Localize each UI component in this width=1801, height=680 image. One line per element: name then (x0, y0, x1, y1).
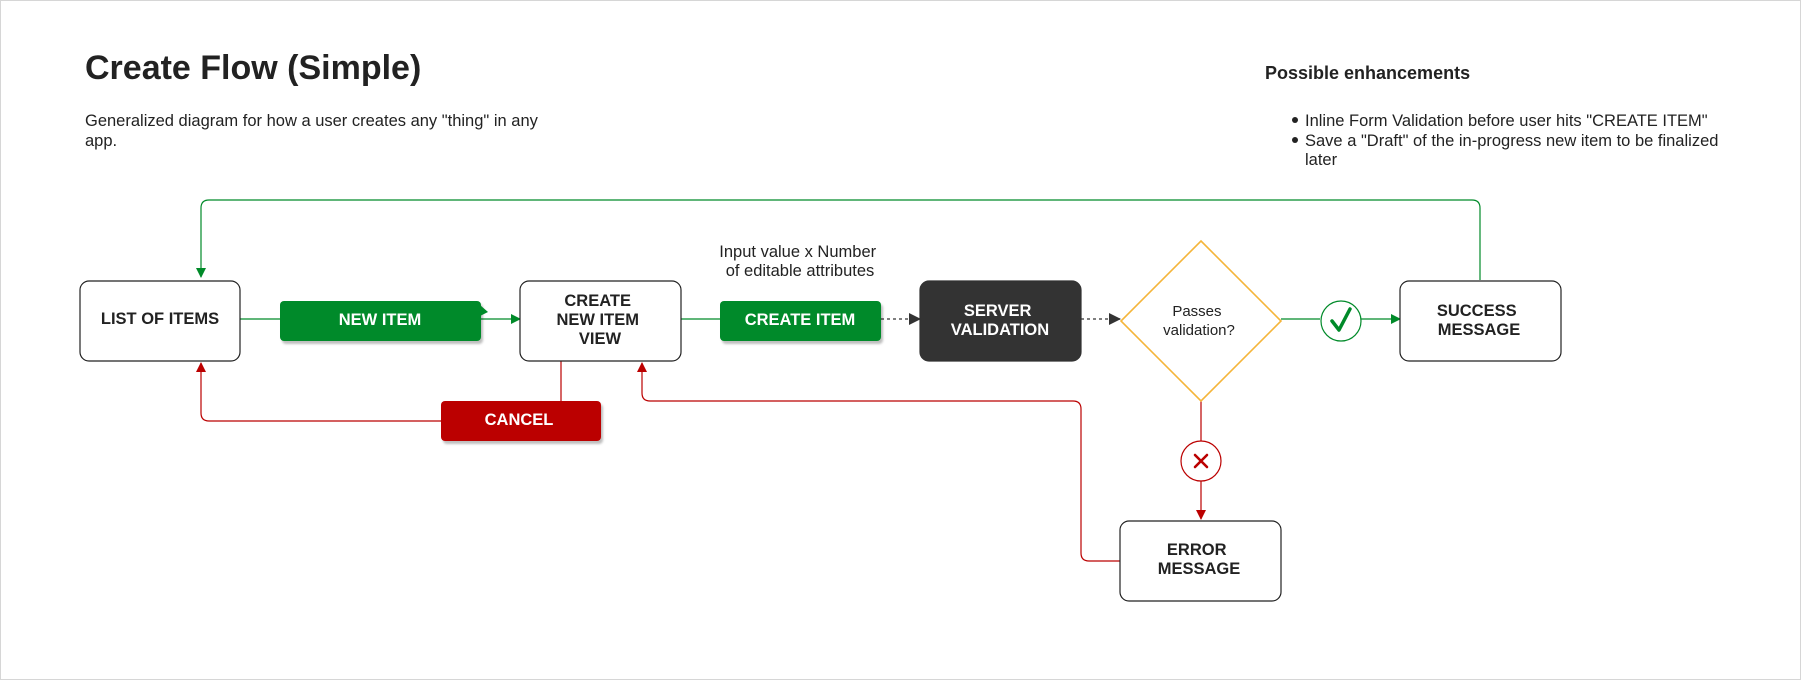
create-item-button[interactable]: CREATE ITEM (720, 301, 881, 341)
success-message-node: SUCCESS MESSAGE (1399, 280, 1562, 362)
corner-tab-icon (480, 305, 488, 316)
error-message-node: ERROR MESSAGE (1119, 520, 1282, 602)
x-icon (1180, 440, 1222, 482)
cancel-to-list-edge (196, 362, 441, 422)
create-item-button-label: CREATE ITEM (745, 311, 856, 329)
enhancements-heading: Possible enhancements (1265, 63, 1470, 83)
cancel-button-label: CANCEL (485, 411, 554, 429)
checkmark-icon (1320, 300, 1362, 342)
new-item-button-label: NEW ITEM (339, 311, 422, 329)
server-validation-node: SERVER VALIDATION (919, 280, 1082, 362)
server-validation-label: SERVER VALIDATION (951, 302, 1049, 339)
success-message-label: SUCCESS MESSAGE (1437, 302, 1521, 339)
bullet-icon (1292, 117, 1298, 123)
create-view-label: CREATE NEW ITEM VIEW (556, 292, 643, 348)
enhancement-item: Save a "Draft" of the in-progress new it… (1305, 132, 1723, 169)
list-of-items-label: LIST OF ITEMS (101, 310, 219, 328)
validation-decision-node: Passes validation? (1119, 239, 1283, 403)
create-view-node: CREATE NEW ITEM VIEW (519, 280, 682, 362)
success-to-list-edge (196, 199, 1481, 280)
page-title: Create Flow (Simple) (85, 49, 421, 87)
enhancement-item: Inline Form Validation before user hits … (1305, 112, 1708, 130)
page-description: Generalized diagram for how a user creat… (85, 112, 542, 150)
new-item-button[interactable]: NEW ITEM (280, 301, 488, 341)
decision-label: Passes validation? (1163, 303, 1235, 339)
enhancements-list: Inline Form Validation before user hits … (1292, 112, 1723, 169)
error-to-create-view-edge (637, 362, 1120, 562)
create-item-annotation: Input value x Number of editable attribu… (719, 243, 880, 280)
error-message-label: ERROR MESSAGE (1158, 541, 1241, 578)
bullet-icon (1292, 137, 1298, 143)
red-connectors (196, 361, 1206, 562)
green-connectors (196, 199, 1481, 324)
cancel-button[interactable]: CANCEL (441, 401, 601, 441)
list-of-items-node: LIST OF ITEMS (79, 280, 241, 362)
